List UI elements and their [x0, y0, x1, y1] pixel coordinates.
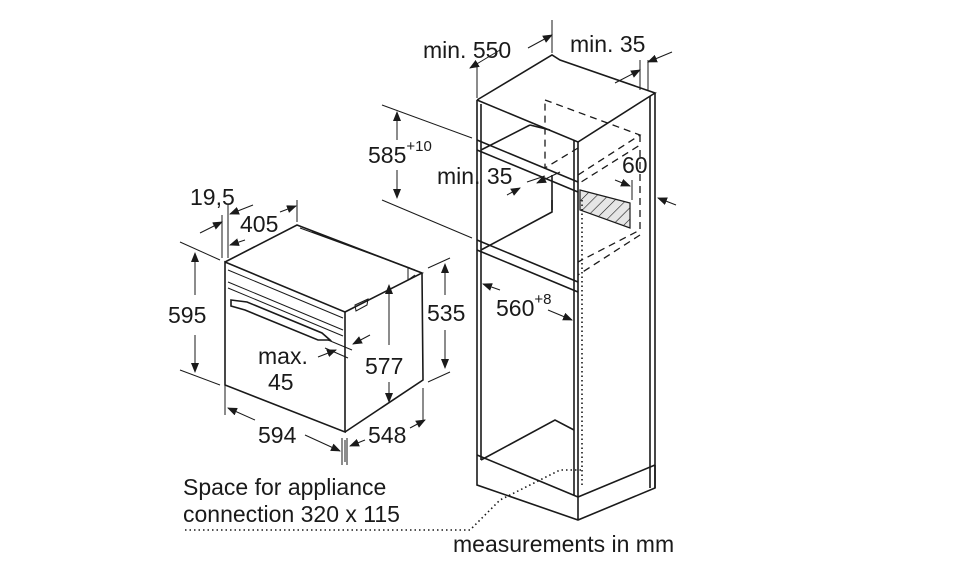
connection-space-hatch [579, 189, 631, 229]
cabinet-drawing [476, 54, 657, 521]
cabinet-top [476, 54, 657, 143]
note-connection-line1: Space for appliance [183, 474, 386, 500]
label-top-depth: 405 [240, 211, 278, 237]
label-handle-max-value: 45 [268, 369, 294, 395]
oven-side-bracket [354, 298, 369, 312]
hidden-edges [544, 99, 642, 276]
label-front-offset: 19,5 [190, 184, 235, 210]
label-niche-height: 585+10 [368, 138, 432, 168]
lower-shelf [476, 239, 579, 293]
label-shelf-gap: min. 35 [437, 163, 512, 189]
cabinet-plinth [476, 460, 656, 521]
label-vent-depth: 60 [622, 152, 648, 178]
label-niche-width: 560+8 [496, 291, 551, 321]
label-rear-gap: min. 35 [570, 31, 645, 57]
oven-side-face [344, 272, 424, 433]
connection-leader [185, 469, 582, 531]
label-inner-height: 577 [365, 353, 403, 379]
label-oven-height: 595 [168, 302, 206, 328]
dimension-lines [179, 20, 677, 531]
label-body-height: 535 [427, 300, 465, 326]
label-oven-depth: 548 [368, 422, 406, 448]
label-cabinet-depth: min. 550 [423, 37, 511, 63]
label-oven-width: 594 [258, 422, 297, 448]
oven-drawing [224, 224, 424, 462]
note-units: measurements in mm [453, 531, 674, 557]
upper-shelf [476, 139, 579, 193]
label-handle-max: max. [258, 343, 308, 369]
note-connection-line2: connection 320 x 115 [183, 501, 400, 527]
oven-handle [230, 299, 333, 341]
